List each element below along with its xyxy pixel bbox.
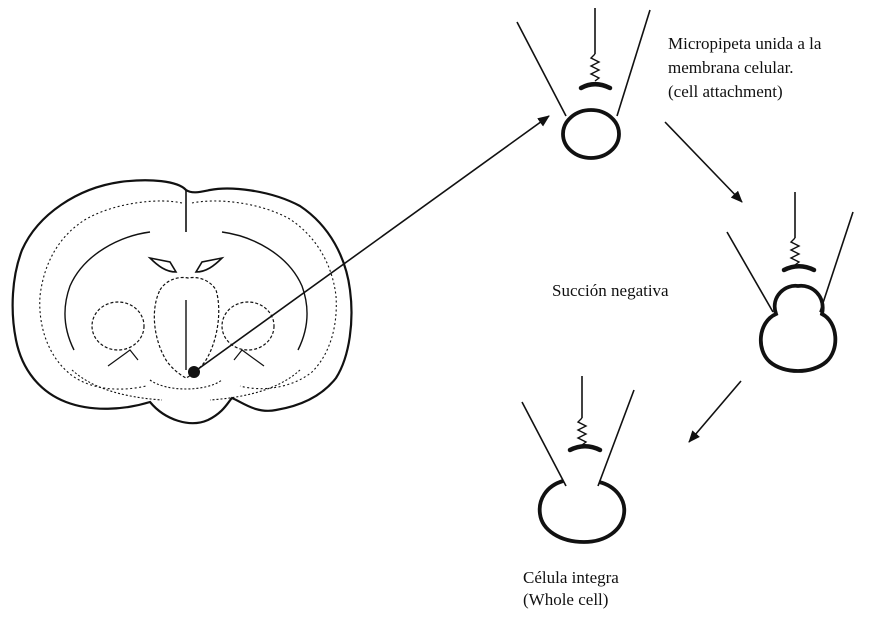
- electrode-tip: [581, 84, 610, 88]
- arrow-to-whole-cell: [689, 381, 741, 442]
- whole-cell-label-line2: (Whole cell): [523, 589, 608, 610]
- brain-section: [13, 180, 352, 423]
- lateral-ventricle-right: [196, 258, 222, 272]
- stage-whole-cell: [522, 376, 634, 542]
- arrow-to-cell-attachment: [194, 116, 549, 372]
- brain-outer-outline: [13, 180, 352, 423]
- stage-cell-attachment: [517, 8, 650, 158]
- pipette-wall-left: [727, 232, 773, 312]
- lateral-ventricle-left: [150, 258, 176, 272]
- electrode-coil: [591, 54, 599, 81]
- electrode-tip: [570, 446, 600, 450]
- arrow-to-suction: [665, 122, 742, 202]
- pipette-wall-right: [820, 212, 853, 312]
- ventral-outline-right: [210, 370, 300, 400]
- pipette-wall-right: [617, 10, 650, 116]
- amygdala-left: [108, 350, 138, 366]
- ventral-outline: [72, 370, 162, 400]
- cortex-boundary-right: [192, 201, 336, 389]
- white-matter-left: [65, 232, 150, 350]
- hippocampus-left: [92, 302, 144, 350]
- electrode-tip: [784, 266, 814, 270]
- cortex-boundary: [40, 201, 182, 389]
- amygdala-right: [234, 350, 264, 366]
- pipette-wall-left: [522, 402, 566, 486]
- pipette-wall-right: [598, 390, 634, 486]
- cell-attachment-label-line2: membrana celular.: [668, 57, 794, 78]
- whole-cell-label-line1: Célula integra: [523, 567, 619, 588]
- cell-body-opened: [540, 481, 625, 542]
- hypothalamus-outline: [150, 380, 222, 389]
- pipette-wall-left: [517, 22, 566, 116]
- negative-suction-label: Succión negativa: [552, 280, 669, 301]
- electrode-coil: [578, 418, 586, 445]
- cell-body: [563, 110, 619, 158]
- stage-negative-suction: [727, 192, 853, 371]
- cell-attachment-label-line3: (cell attachment): [668, 81, 783, 102]
- electrode-coil: [791, 238, 799, 265]
- cell-attachment-label-line1: Micropipeta unida a la: [668, 33, 821, 54]
- hippocampus-right: [222, 302, 274, 350]
- white-matter-right: [222, 232, 307, 350]
